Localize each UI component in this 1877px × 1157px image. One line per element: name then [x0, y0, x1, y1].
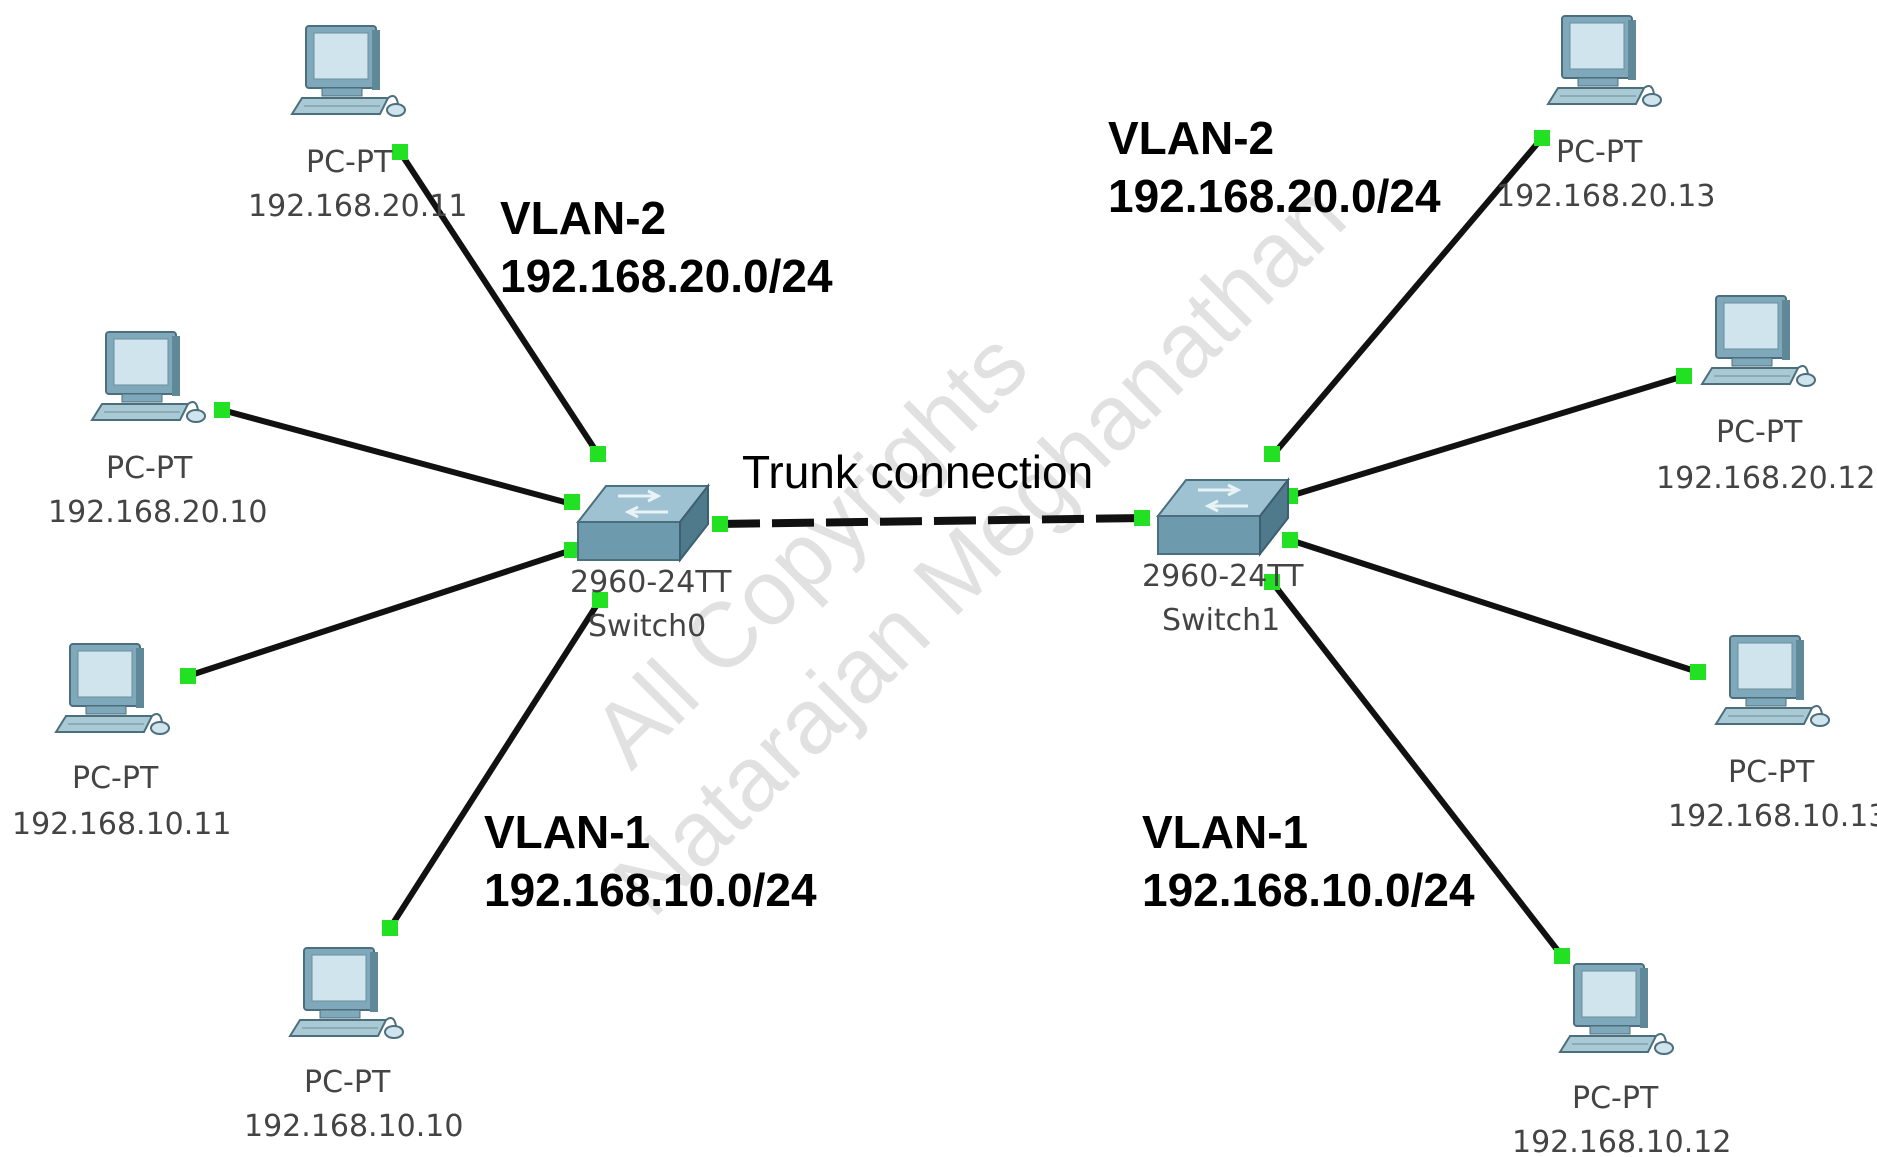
vlan-subnet: 192.168.10.0/24 [1142, 864, 1475, 916]
pc-type-label: PC-PT [1556, 135, 1643, 170]
cable-sw1-pc-20-13 [1269, 136, 1545, 458]
port-light [1134, 510, 1150, 526]
port-light [564, 542, 580, 558]
pc-type-label: PC-PT [304, 1065, 391, 1100]
cable-sw1-pc-10-13 [1289, 537, 1699, 675]
pc-192-168-10-12[interactable]: PC-PT 192.168.10.12 [1512, 963, 1731, 1157]
pc-icon [1715, 635, 1830, 727]
port-light [564, 494, 580, 510]
port-indicators [180, 130, 1706, 964]
port-light [1264, 446, 1280, 462]
pc-ip-label: 192.168.10.10 [244, 1109, 463, 1144]
switch-name-label: Switch1 [1162, 603, 1280, 638]
port-light [1554, 948, 1570, 964]
switch-name-label: Switch0 [588, 609, 706, 644]
pc-icon [55, 643, 170, 735]
pc-192-168-20-11[interactable]: PC-PT 192.168.20.11 [248, 25, 467, 224]
switch-1[interactable]: 2960-24TT Switch1 [1142, 478, 1304, 638]
port-light [1690, 664, 1706, 680]
port-light [180, 668, 196, 684]
vlan-name: VLAN-2 [500, 192, 666, 244]
port-light [1264, 574, 1280, 590]
vlan-subnet: 192.168.20.0/24 [1108, 170, 1441, 222]
vlan-name: VLAN-1 [1142, 806, 1308, 858]
pc-ip-label: 192.168.20.12 [1656, 461, 1875, 496]
pc-192-168-20-10[interactable]: PC-PT 192.168.20.10 [48, 331, 267, 530]
pc-ip-label: 192.168.10.13 [1668, 799, 1877, 834]
pc-192-168-10-11[interactable]: PC-PT 192.168.10.11 [12, 643, 231, 842]
port-light [214, 402, 230, 418]
pc-ip-label: 192.168.20.11 [248, 189, 467, 224]
pc-icon [1547, 15, 1662, 107]
pc-icon [1559, 963, 1674, 1055]
pc-type-label: PC-PT [72, 761, 159, 796]
pc-type-label: PC-PT [1716, 415, 1803, 450]
right-cables [1269, 136, 1699, 958]
pc-type-label: PC-PT [1728, 755, 1815, 790]
pc-192-168-10-10[interactable]: PC-PT 192.168.10.10 [244, 947, 463, 1144]
left-vlan2-annotation: VLAN-2 192.168.20.0/24 [500, 192, 833, 302]
left-cables [187, 150, 603, 930]
cable-sw1-pc-10-12 [1269, 580, 1565, 958]
pc-icon [289, 947, 404, 1039]
port-light [1534, 130, 1550, 146]
switch-0[interactable]: 2960-24TT Switch0 [570, 484, 732, 644]
pc-ip-label: 192.168.20.10 [48, 495, 267, 530]
pc-type-label: PC-PT [106, 451, 193, 486]
switch-icon [576, 484, 710, 562]
vlan-name: VLAN-2 [1108, 112, 1274, 164]
right-vlan2-annotation: VLAN-2 192.168.20.0/24 [1108, 112, 1441, 222]
pc-192-168-20-12[interactable]: PC-PT 192.168.20.12 [1656, 295, 1875, 496]
pc-192-168-20-13[interactable]: PC-PT 192.168.20.13 [1496, 15, 1715, 214]
cable-sw0-pc-10-11 [187, 547, 573, 679]
port-light [712, 516, 728, 532]
cable-sw0-pc-10-10 [387, 598, 603, 930]
cable-sw0-pc-20-11 [397, 150, 601, 456]
right-vlan1-annotation: VLAN-1 192.168.10.0/24 [1142, 806, 1475, 916]
port-light [592, 592, 608, 608]
pc-ip-label: 192.168.10.11 [12, 807, 231, 842]
trunk-connection-label: Trunk connection [742, 446, 1093, 498]
pc-192-168-10-13[interactable]: PC-PT 192.168.10.13 [1668, 635, 1877, 834]
switch-model-label: 2960-24TT [570, 565, 732, 600]
vlan-subnet: 192.168.10.0/24 [484, 864, 817, 916]
pc-icon [291, 25, 406, 117]
cable-sw0-pc-20-10 [221, 407, 573, 507]
left-vlan1-annotation: VLAN-1 192.168.10.0/24 [484, 806, 817, 916]
pc-ip-label: 192.168.20.13 [1496, 179, 1715, 214]
port-light [1282, 532, 1298, 548]
port-light [392, 144, 408, 160]
switch-model-label: 2960-24TT [1142, 559, 1304, 594]
port-light [382, 920, 398, 936]
switch-icon [1156, 478, 1290, 556]
pc-icon [1701, 295, 1816, 387]
pc-icon [91, 331, 206, 423]
vlan-name: VLAN-1 [484, 806, 650, 858]
pc-type-label: PC-PT [306, 145, 393, 180]
port-light [590, 446, 606, 462]
vlan-subnet: 192.168.20.0/24 [500, 250, 833, 302]
pc-ip-label: 192.168.10.12 [1512, 1125, 1731, 1157]
cable-sw1-pc-20-12 [1289, 373, 1685, 499]
port-light [1676, 368, 1692, 384]
pc-type-label: PC-PT [1572, 1081, 1659, 1116]
trunk-cable [717, 514, 1145, 528]
